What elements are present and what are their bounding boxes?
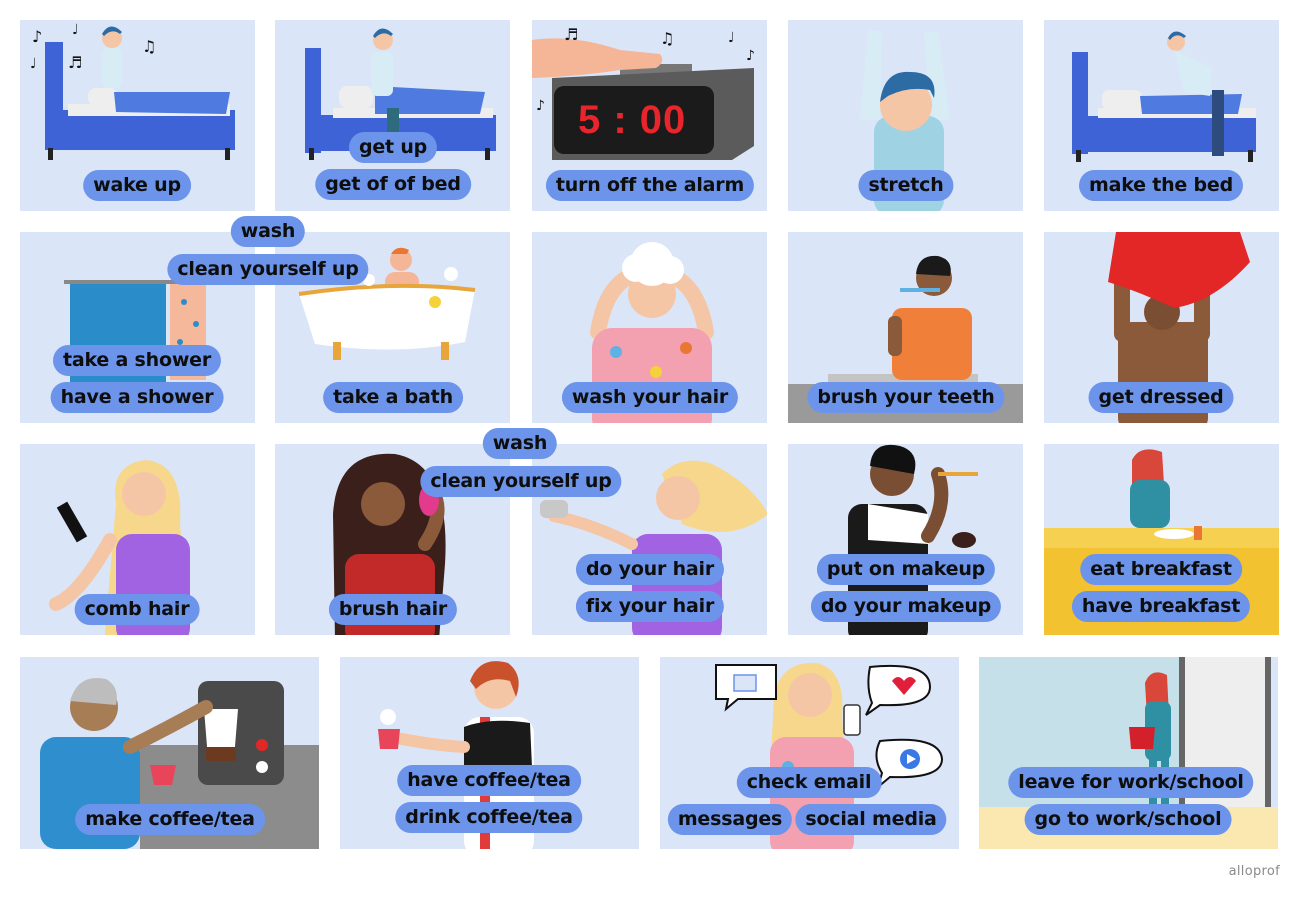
- label-comb-hair: comb hair: [74, 594, 200, 625]
- alloprof-logo: alloprof: [1228, 864, 1280, 879]
- card-brush-teeth: brush your teeth: [788, 232, 1023, 423]
- label-take-shower: take a shower: [52, 345, 222, 376]
- card-get-dressed: get dressed: [1044, 232, 1279, 423]
- label-get-up: get up: [348, 132, 438, 163]
- label-brush-hair: brush hair: [328, 594, 458, 625]
- card-wash-hair: wash your hair: [532, 232, 767, 423]
- card-stretch: stretch: [788, 20, 1023, 211]
- card-take-bath: wash clean yourself up take a bath: [167, 216, 510, 423]
- label-get-dressed: get dressed: [1088, 382, 1234, 413]
- svg-text:♪: ♪: [32, 27, 42, 46]
- label-wash-2: wash: [482, 428, 558, 459]
- label-wash-hair: wash your hair: [561, 382, 739, 413]
- card-make-bed: make the bed: [1044, 20, 1279, 211]
- card-brush-hair: brush hair: [275, 444, 510, 635]
- card-check-email: check email messages social media: [660, 657, 959, 849]
- svg-text:♬: ♬: [68, 53, 82, 72]
- label-wake-up: wake up: [83, 170, 191, 201]
- label-check-email: check email: [736, 767, 882, 798]
- card-drink-coffee: have coffee/tea drink coffee/tea: [340, 657, 639, 849]
- label-put-on-makeup: put on makeup: [816, 554, 996, 585]
- bathtub-icon: [298, 247, 476, 360]
- label-stretch: stretch: [858, 170, 954, 201]
- card-make-coffee: make coffee/tea: [20, 657, 319, 849]
- label-get-out-of-bed: get of of bed: [315, 169, 471, 200]
- label-wash: wash: [230, 216, 306, 247]
- card-leave: leave for work/school go to work/school: [979, 657, 1278, 849]
- card-get-up: get up get of of bed: [275, 20, 510, 211]
- card-makeup: put on makeup do your makeup: [788, 444, 1023, 635]
- label-have-coffee: have coffee/tea: [397, 765, 581, 796]
- svg-text:♪: ♪: [536, 98, 545, 114]
- label-have-shower: have a shower: [50, 382, 224, 413]
- label-go-to-work: go to work/school: [1024, 804, 1232, 835]
- label-fix-your-hair: fix your hair: [575, 591, 725, 622]
- svg-text:♩: ♩: [30, 56, 37, 72]
- label-brush-teeth: brush your teeth: [807, 382, 1005, 413]
- label-take-bath: take a bath: [323, 382, 463, 413]
- label-do-your-hair: do your hair: [575, 554, 725, 585]
- svg-text:♫: ♫: [660, 29, 674, 48]
- svg-text:♩: ♩: [72, 22, 79, 38]
- label-make-bed: make the bed: [1078, 170, 1244, 201]
- label-eat-breakfast: eat breakfast: [1080, 554, 1242, 585]
- card-turn-off-alarm: ♬ ♫ ♩ ♪ ♪ 5 : 00 turn off the alarm: [532, 20, 767, 211]
- card-comb-hair: comb hair: [20, 444, 255, 635]
- clock-display: 5 : 00: [578, 98, 687, 142]
- label-drink-coffee: drink coffee/tea: [395, 802, 583, 833]
- label-have-breakfast: have breakfast: [1071, 591, 1251, 622]
- svg-text:♩: ♩: [728, 30, 735, 46]
- wake-up-illustration: ♪ ♩ ♬ ♫ ♩: [30, 22, 235, 160]
- svg-text:♪: ♪: [746, 48, 755, 64]
- label-leave-for-work: leave for work/school: [1008, 767, 1254, 798]
- card-breakfast: eat breakfast have breakfast: [1044, 444, 1279, 635]
- card-do-hair: wash clean yourself up do your hair fix …: [420, 428, 767, 635]
- label-turn-off-alarm: turn off the alarm: [545, 170, 755, 201]
- label-make-coffee: make coffee/tea: [75, 804, 265, 835]
- label-clean-yourself-up-2: clean yourself up: [420, 466, 622, 497]
- stretch-illustration: [860, 30, 950, 211]
- label-social-media: social media: [795, 804, 947, 835]
- alarm-clock-icon: ♬ ♫ ♩ ♪ ♪: [532, 25, 755, 160]
- svg-text:♬: ♬: [564, 25, 578, 44]
- label-clean-yourself-up: clean yourself up: [167, 254, 369, 285]
- bed-icon: [1072, 31, 1256, 162]
- label-messages: messages: [667, 804, 793, 835]
- card-wake-up: ♪ ♩ ♬ ♫ ♩ wake up: [20, 20, 255, 211]
- label-do-your-makeup: do your makeup: [810, 591, 1002, 622]
- svg-text:♫: ♫: [142, 37, 156, 56]
